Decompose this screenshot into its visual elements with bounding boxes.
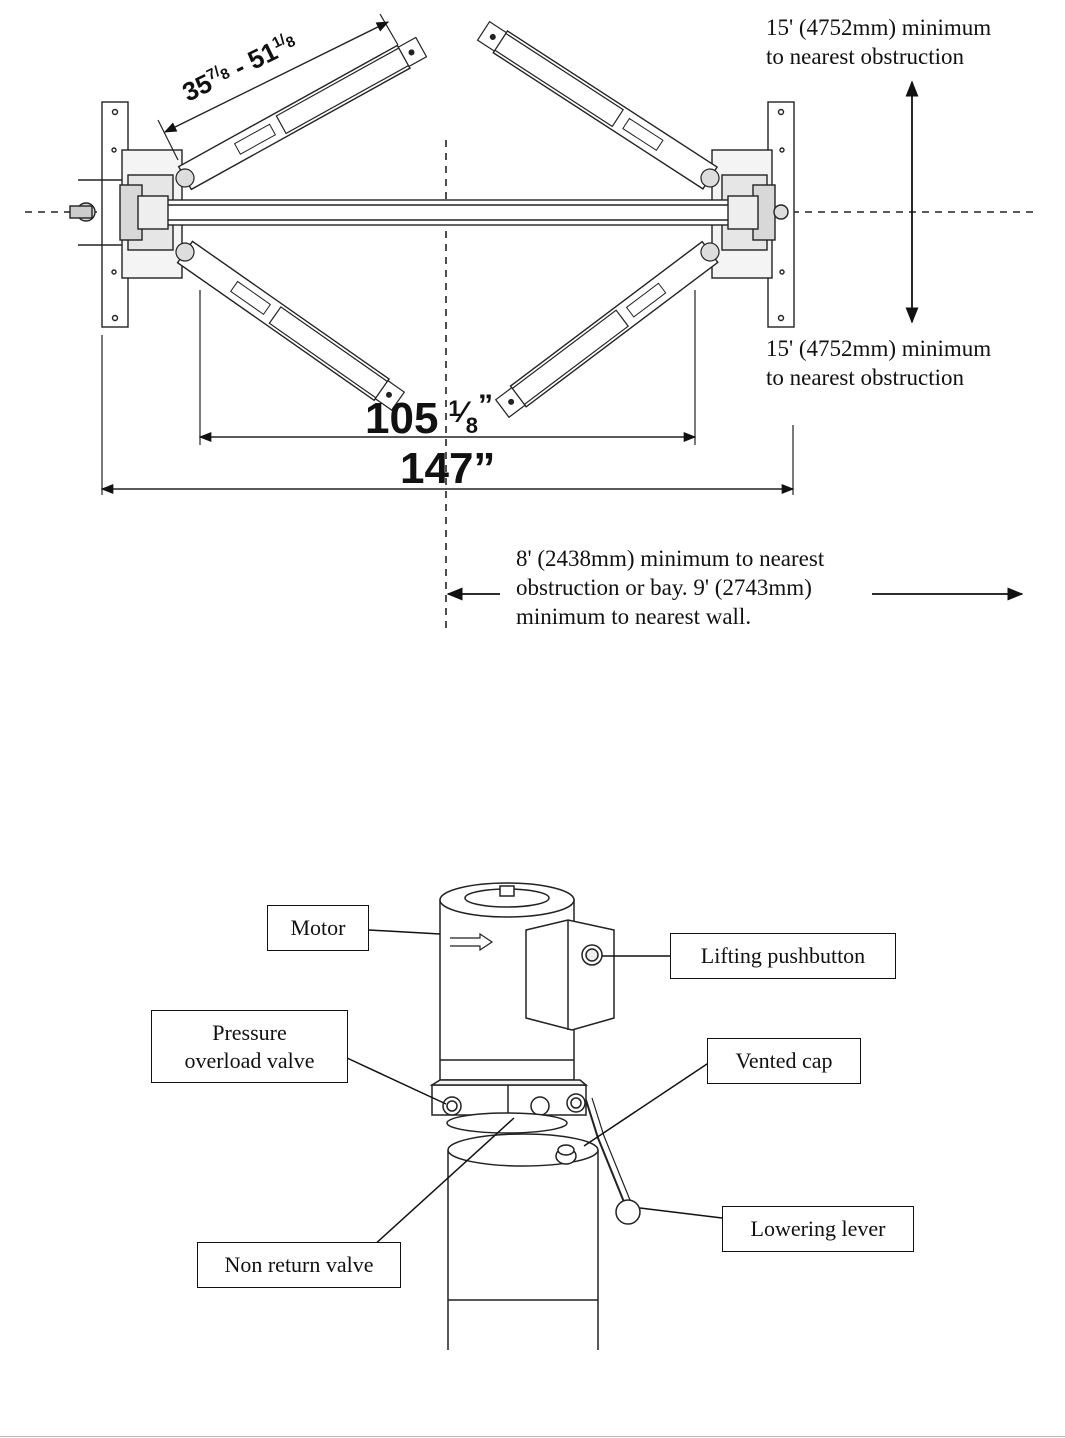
label-lifting-pushbutton: Lifting pushbutton	[670, 933, 896, 979]
clearance-note-bottom: 15' (4752mm) minimum to nearest obstruct…	[766, 336, 992, 390]
clearance-note-side: 8' (2438mm) minimum to nearest obstructi…	[516, 546, 825, 629]
arm-left-lower	[175, 240, 406, 411]
clearance-note-top: 15' (4752mm) minimum to nearest obstruct…	[766, 15, 992, 69]
power-unit-body	[429, 882, 641, 1350]
arm-left-upper	[175, 36, 428, 191]
label-vented-cap: Vented cap	[707, 1038, 861, 1084]
overall-width-dimension: 147”	[100, 335, 795, 495]
arm-right-lower	[494, 240, 720, 419]
label-pressure-overload-valve: Pressure overload valve	[151, 1010, 348, 1083]
leader-lines	[346, 929, 723, 1247]
power-unit-diagram	[346, 882, 723, 1350]
left-column	[69, 101, 183, 328]
crossbeam	[137, 195, 759, 230]
page-bottom-rule	[0, 1436, 1065, 1437]
arm-right-upper	[476, 20, 720, 190]
overall-width-label: 147”	[400, 444, 495, 493]
label-lowering-lever: Lowering lever	[722, 1206, 914, 1252]
label-motor: Motor	[267, 905, 369, 951]
label-non-return-valve: Non return valve	[197, 1242, 401, 1288]
